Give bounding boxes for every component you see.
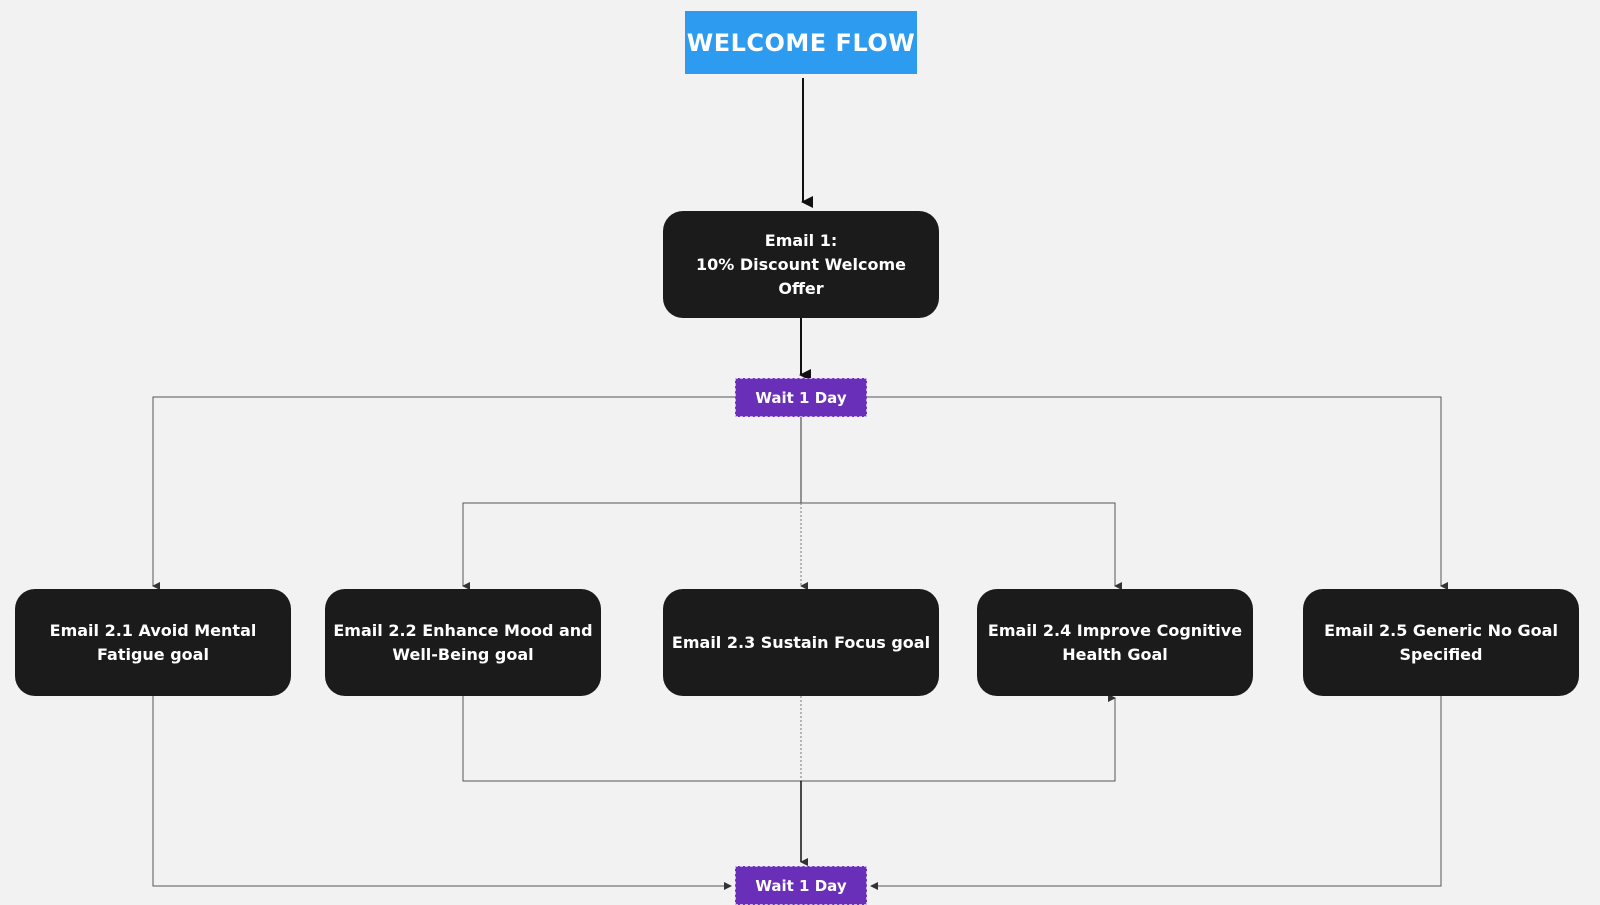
wait-node-bottom-label: Wait 1 Day <box>755 876 847 895</box>
connector-trunk-to-email-2-2 <box>462 502 801 590</box>
email-2-3-label: Email 2.3 Sustain Focus goal <box>671 632 931 652</box>
email-2-2-node[interactable]: Email 2.2 Enhance Mood and Well-Being go… <box>325 589 601 696</box>
wait-node-bottom[interactable]: Wait 1 Day <box>735 866 867 905</box>
connector-email-2-5-to-wait-bottom <box>870 696 1442 890</box>
wait-node-top-label: Wait 1 Day <box>755 388 847 407</box>
email-2-4-label: Email 2.4 Improve Cognitive Health Goal <box>987 620 1243 664</box>
email-1-node[interactable]: Email 1: 10% Discount Welcome Offer <box>663 211 939 318</box>
email-2-5-node[interactable]: Email 2.5 Generic No Goal Specified <box>1303 589 1579 696</box>
email-2-5-label: Email 2.5 Generic No Goal Specified <box>1324 620 1558 664</box>
email-1-line-1: Email 1: <box>764 230 838 250</box>
flow-title-text: WELCOME FLOW <box>686 28 916 57</box>
connector-wait-to-email-2-1 <box>152 396 735 590</box>
email-2-4-node[interactable]: Email 2.4 Improve Cognitive Health Goal <box>977 589 1253 696</box>
connector-email-2-2-to-email-2-4 <box>462 694 1116 782</box>
email-1-line-2: 10% Discount Welcome Offer <box>695 254 907 298</box>
connector-wait-to-email-2-5 <box>867 396 1448 590</box>
email-2-1-node[interactable]: Email 2.1 Avoid Mental Fatigue goal <box>15 589 291 696</box>
connector-email-2-1-to-wait-bottom <box>152 696 732 890</box>
email-2-2-label: Email 2.2 Enhance Mood and Well-Being go… <box>333 620 593 664</box>
email-2-1-label: Email 2.1 Avoid Mental Fatigue goal <box>49 620 257 664</box>
connector-trunk-to-email-2-4 <box>801 502 1122 590</box>
wait-node-top[interactable]: Wait 1 Day <box>735 378 867 417</box>
email-2-3-node[interactable]: Email 2.3 Sustain Focus goal <box>663 589 939 696</box>
flow-title: WELCOME FLOW <box>685 11 917 74</box>
